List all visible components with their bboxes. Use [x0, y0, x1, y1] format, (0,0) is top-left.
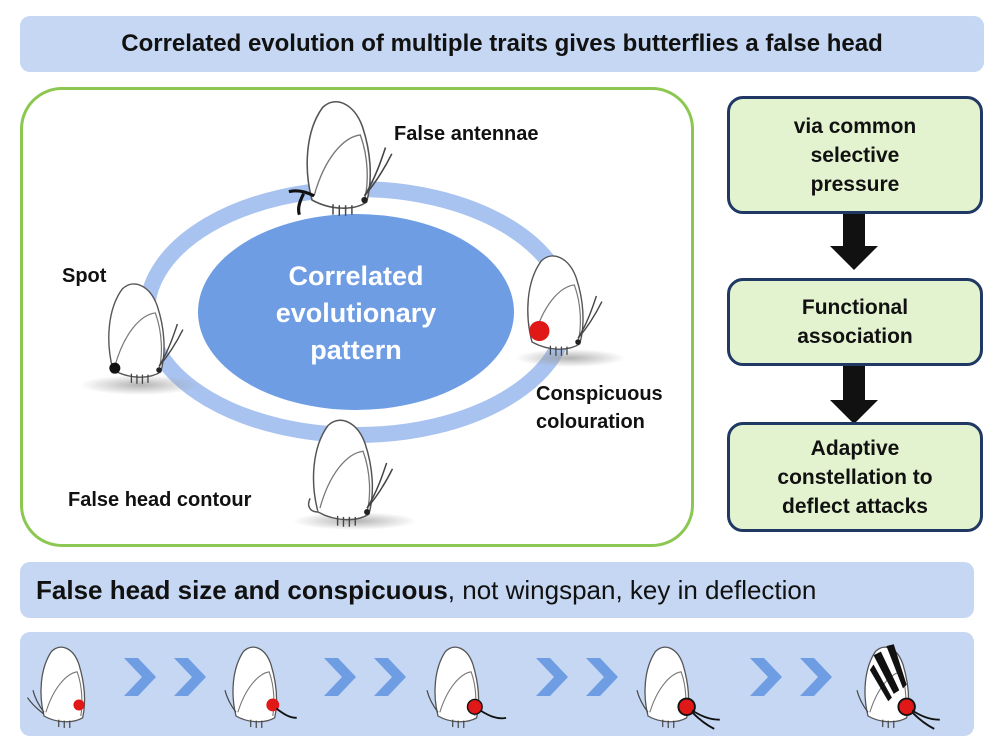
center-ellipse [198, 214, 514, 410]
flow-line: pressure [810, 172, 900, 196]
spot-butterfly [108, 283, 184, 385]
sequence-butterfly-3 [426, 646, 507, 729]
conclusion-banner: False head size and conspicuous, not win… [20, 562, 974, 618]
label-false-head-contour: False head contour [68, 489, 252, 511]
label-line: Conspicuous [536, 383, 663, 405]
center-label: Correlated evolutionary pattern [200, 258, 512, 369]
center-label-line: evolutionary [275, 298, 437, 328]
title: Correlated evolution of multiple traits … [121, 30, 883, 57]
flow-line: association [797, 325, 913, 348]
flow-arrow [830, 212, 878, 270]
flow-box-adaptive-constellation: Adaptive constellation to deflect attack… [727, 422, 983, 532]
conclusion-bold: False head size and conspicuous [36, 574, 448, 605]
label-conspicuous-colouration: Conspicuous colouration [536, 380, 663, 436]
flow-line: Functional [801, 296, 909, 319]
false-antennae-butterfly [288, 100, 393, 217]
butterfly-shadow [80, 375, 200, 395]
label-false-antennae: False antennae [394, 123, 539, 145]
gradient-banner [20, 632, 974, 736]
flow-box-selective-pressure: via common selective pressure [727, 96, 983, 214]
sequence-butterfly-2 [224, 646, 297, 729]
title-banner: Correlated evolution of multiple traits … [20, 16, 984, 72]
flow-line: via common [793, 114, 917, 138]
label-spot: Spot [62, 265, 107, 287]
conspicuous-butterfly [527, 255, 603, 357]
flow-line: constellation to [777, 465, 933, 489]
conclusion-rest: , not wingspan, key in deflection [447, 574, 817, 605]
conclusion-text: False head size and conspicuous, not win… [36, 575, 816, 606]
butterfly-shadow [515, 349, 625, 367]
sequence-butterfly-1 [26, 646, 86, 729]
center-label-line: Correlated [288, 261, 424, 291]
flow-arrow [830, 366, 878, 424]
false-head-contour-butterfly [307, 419, 394, 528]
center-label-line: pattern [310, 335, 402, 365]
flow-line: deflect attacks [782, 494, 928, 518]
label-line: colouration [536, 411, 645, 433]
flow-line: selective [810, 143, 900, 167]
sequence-butterfly-4 [636, 646, 720, 730]
flow-box-functional-association: Functional association [727, 278, 983, 366]
sequence-butterfly-5 [856, 644, 940, 730]
flow-line: Adaptive [810, 436, 900, 460]
